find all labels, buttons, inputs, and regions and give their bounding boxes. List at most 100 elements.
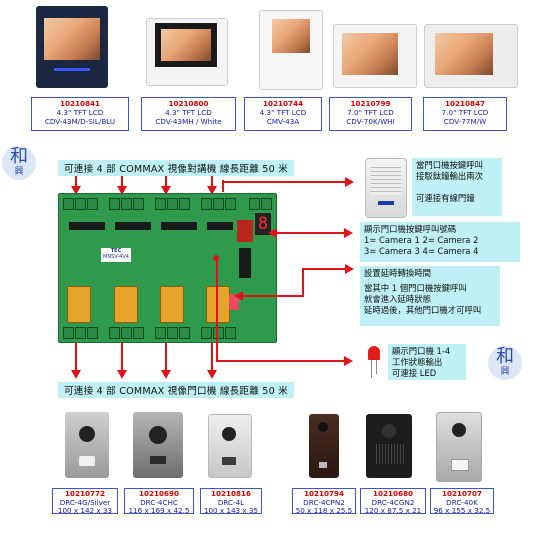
led-leg bbox=[371, 360, 372, 378]
terminal-block bbox=[63, 327, 74, 339]
door-size: 116 x 169 x 42.5 bbox=[128, 506, 190, 516]
monitor-spec: 4.3" TFT LCD bbox=[259, 108, 307, 117]
monitor-image-4 bbox=[333, 24, 417, 88]
watermark-char: 和 bbox=[10, 146, 28, 167]
call-button bbox=[222, 457, 236, 465]
door-size: 100 x 143 x 35 bbox=[203, 506, 259, 516]
watermark-char: 和 bbox=[496, 346, 514, 367]
door-code: 10210680 bbox=[372, 489, 413, 498]
terminal-block bbox=[133, 198, 144, 210]
terminal-block bbox=[75, 327, 86, 339]
dip-switch bbox=[229, 294, 239, 310]
note-line: 1= Camera 1 2= Camera 2 bbox=[364, 235, 479, 245]
door-model: DRC-4CGN2 bbox=[371, 497, 415, 507]
call-button bbox=[451, 459, 469, 471]
relay bbox=[67, 286, 91, 323]
door-code: 10210816 bbox=[210, 489, 251, 498]
monitor-code: 10210800 bbox=[168, 99, 209, 108]
terminal-block bbox=[87, 327, 98, 339]
camera-lens bbox=[222, 427, 236, 441]
terminal-block bbox=[201, 327, 212, 339]
monitor-spec: 4.3" TFT LCD bbox=[165, 108, 212, 117]
note-line: 就會進入延時狀態 bbox=[364, 294, 431, 304]
door-size: 100 x 142 x 33 bbox=[57, 506, 113, 516]
call-button bbox=[79, 456, 95, 466]
terminal-block bbox=[167, 198, 178, 210]
monitor-model: CDV-77M/W bbox=[443, 117, 487, 126]
monitor-label-1: 10210841 4.3" TFT LCD CDV-43M/D-SIL/BLU bbox=[31, 97, 129, 131]
monitor-label-4: 10210799 7.0" TFT LCD CDV-70K/WHI bbox=[329, 97, 412, 131]
terminal-block bbox=[225, 327, 236, 339]
watermark-logo: 和 興 bbox=[2, 146, 36, 180]
watermark-logo: 和 興 bbox=[488, 346, 522, 380]
ic-chip bbox=[237, 220, 253, 242]
monitor-model: CMV-43A bbox=[266, 117, 300, 126]
board-label: TEC MNSV-4V4 bbox=[101, 248, 131, 262]
monitor-model: CDV-43MH / White bbox=[155, 117, 222, 126]
relay bbox=[160, 286, 184, 323]
ic-chip bbox=[161, 222, 197, 230]
connection-dot bbox=[213, 255, 219, 261]
door-station-image-2 bbox=[133, 412, 183, 478]
terminal-block bbox=[179, 327, 190, 339]
controller-board: TEC MNSV-4V4 bbox=[58, 193, 277, 343]
terminal-block bbox=[213, 327, 224, 339]
door-chime-image bbox=[365, 158, 407, 218]
monitor-code: 10210847 bbox=[444, 99, 485, 108]
door-model: DRC-4CPN2 bbox=[303, 497, 345, 507]
note-line: 延時過後，其他門口機才可呼叫 bbox=[364, 305, 482, 315]
arrow-down-icon bbox=[117, 370, 127, 379]
watermark-sub: 興 bbox=[500, 367, 510, 377]
delay-note: 設置延時轉換時間 當其中 1 個門口機按鍵呼叫 就會進入延時狀態 延時過後，其他… bbox=[360, 266, 500, 326]
arrow-left-icon bbox=[268, 228, 277, 238]
arrow-down-icon bbox=[117, 186, 127, 195]
call-button bbox=[150, 456, 166, 464]
camera-lens bbox=[318, 422, 328, 432]
monitor-label-3: 10210744 4.3" TFT LCD CMV-43A bbox=[244, 97, 322, 131]
led-icon bbox=[368, 346, 380, 360]
door-model: DRC-4CHC bbox=[140, 497, 178, 507]
note-line: 設置延時轉換時間 bbox=[364, 268, 431, 278]
door-station-image-4 bbox=[309, 414, 339, 478]
note-line: 接駁鈦鐘輸出兩次 bbox=[416, 171, 483, 181]
note-line: 3= Camera 3 4= Camera 4 bbox=[364, 246, 479, 256]
led-leg bbox=[376, 360, 377, 374]
monitor-model: CDV-70K/WHI bbox=[346, 117, 395, 126]
note-line: 當其中 1 個門口機按鍵呼叫 bbox=[364, 283, 467, 293]
relay bbox=[114, 286, 138, 323]
door-code: 10210690 bbox=[138, 489, 179, 498]
arrow-left-icon bbox=[234, 291, 243, 301]
ic-chip bbox=[207, 222, 233, 230]
monitor-label-2: 10210800 4.3" TFT LCD CDV-43MH / White bbox=[141, 97, 236, 131]
call-button bbox=[319, 462, 327, 468]
monitor-image-2 bbox=[146, 18, 228, 86]
door-station-image-3 bbox=[208, 414, 252, 478]
terminal-block bbox=[167, 327, 178, 339]
arrow-right-icon bbox=[344, 228, 353, 238]
wire-top-3 bbox=[165, 176, 167, 190]
camera-lens bbox=[149, 426, 167, 444]
note-line: 當門口機按鍵呼叫 bbox=[416, 160, 483, 170]
display-wire bbox=[276, 232, 346, 234]
door-size: 120 x 87.5 x 21 bbox=[364, 506, 422, 516]
terminal-block bbox=[225, 198, 236, 210]
board-model: MNSV-4V4 bbox=[103, 254, 129, 260]
door-label-3: 10210816 DRC-4L 100 x 143 x 35 bbox=[200, 488, 262, 516]
arrow-right-icon bbox=[345, 177, 354, 187]
wire-bottom-1 bbox=[75, 343, 77, 371]
led-note: 顯示門口機 1-4 工作狀態輸出 可連接 LED bbox=[388, 344, 466, 380]
note-line bbox=[416, 182, 498, 193]
door-code: 10210707 bbox=[441, 489, 482, 498]
door-label-5: 10210680 DRC-4CGN2 120 x 87.5 x 21 bbox=[360, 488, 426, 516]
ic-chip bbox=[239, 248, 251, 278]
monitor-code: 10210841 bbox=[59, 99, 100, 108]
arrow-down-icon bbox=[207, 370, 217, 379]
board-brand: TEC bbox=[110, 248, 122, 254]
note-line: 顯示門口機按鍵呼叫號碼 bbox=[364, 224, 457, 234]
camera-lens bbox=[382, 424, 396, 438]
chime-logo bbox=[378, 201, 394, 205]
monitor-connection-banner: 可連接 4 部 COMMAX 視像對講機 線長距離 50 米 bbox=[58, 160, 294, 176]
relay bbox=[206, 286, 230, 323]
door-label-1: 10210772 DRC-4G/Silver 100 x 142 x 33 bbox=[52, 488, 118, 516]
terminal-block bbox=[121, 327, 132, 339]
